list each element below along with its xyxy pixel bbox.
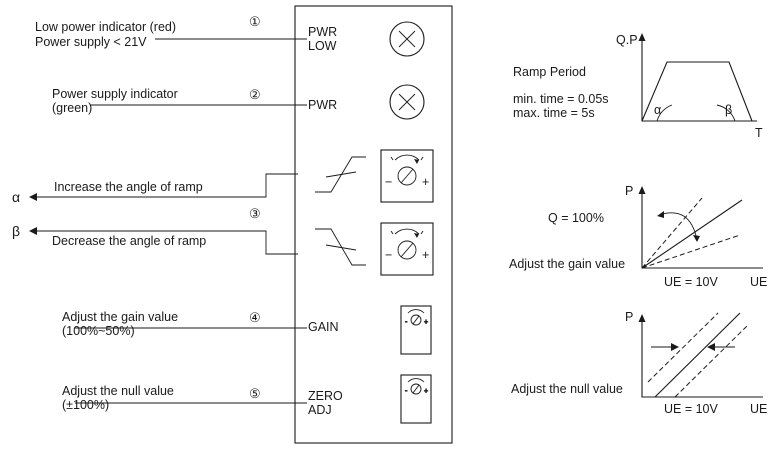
row-ramp-adjust: α β Increase the angle of ramp Decrease … (12, 149, 434, 276)
gain-ue-label: UE = 10V (664, 275, 719, 289)
null-y-axis-label: P (625, 310, 633, 324)
control-panel-box (294, 5, 453, 444)
null-label-line2: (±100%) (62, 398, 109, 412)
gain-q-label: Q = 100% (548, 211, 604, 225)
callout-number-3: ③ (249, 206, 261, 221)
ramp-min-time: min. time = 0.05s (513, 92, 609, 106)
null-solid-line (654, 312, 741, 398)
trimmer-minus-1: − (385, 175, 392, 189)
decrease-leader-arrow (29, 227, 298, 255)
increase-leader-arrow (29, 173, 298, 201)
gain-graph: P UE Q = 100% Adjust the gain value UE =… (509, 184, 767, 289)
trimmer-plus-1: + (422, 175, 429, 189)
beta-symbol: β (12, 223, 20, 239)
row-low-power: Low power indicator (red) Power supply <… (35, 14, 425, 57)
gain-adjust-arrow (658, 212, 698, 241)
increase-ramp-label: Increase the angle of ramp (54, 180, 203, 194)
zero-tag-line2: ADJ (308, 403, 332, 417)
power-supply-indicator-lamp (389, 84, 425, 120)
low-power-label-line1: Low power indicator (red) (35, 20, 176, 34)
gain-x-axis-label: UE (750, 275, 767, 289)
svg-text:-: - (405, 319, 408, 326)
gain-solid-line (641, 199, 743, 269)
callout-number-2: ② (249, 87, 261, 102)
decrease-ramp-label: Decrease the angle of ramp (52, 234, 206, 248)
ramp-beta: β (725, 103, 732, 117)
callout-number-5: ⑤ (249, 386, 261, 401)
power-supply-label-line1: Power supply indicator (52, 87, 178, 101)
gain-trimmer[interactable]: - + (400, 305, 432, 355)
null-dashed-upper (647, 312, 719, 383)
null-graph: P UE Adjust the null value UE = 10V (511, 310, 767, 416)
callout-number-1: ① (249, 14, 261, 29)
svg-text:-: - (405, 388, 408, 395)
row-power-supply: Power supply indicator (green) ② PWR (52, 84, 425, 120)
ramp-period-graph: Ramp Period min. time = 0.05s max. time … (513, 33, 763, 140)
low-power-label-line2: Power supply < 21V (35, 35, 147, 49)
trimmer-plus-2: + (422, 248, 429, 262)
gain-dashed-upper (641, 197, 703, 269)
null-dashed-lower (674, 324, 749, 398)
svg-text:+: + (424, 319, 428, 326)
power-supply-label-line2: (green) (52, 101, 92, 115)
ramp-down-symbol (315, 228, 366, 266)
pwr-low-tag-line1: PWR (308, 25, 337, 39)
zero-trimmer[interactable]: - + (400, 374, 432, 424)
trimmer-minus-2: − (385, 248, 392, 262)
ramp-up-trimmer[interactable]: − + (380, 149, 434, 203)
alpha-symbol: α (12, 189, 20, 205)
gain-label-line2: (100%~50%) (62, 324, 135, 338)
ramp-y-axis-label: Q.P (616, 33, 638, 47)
ramp-title: Ramp Period (513, 65, 586, 79)
ramp-max-time: max. time = 5s (513, 106, 595, 120)
row-zero-adjust: Adjust the null value (±100%) ⑤ ZERO ADJ… (62, 374, 432, 424)
row-gain: Adjust the gain value (100%~50%) ④ GAIN … (62, 305, 432, 355)
callout-number-4: ④ (249, 310, 261, 325)
null-x-axis-label: UE (750, 402, 767, 416)
gain-caption: Adjust the gain value (509, 257, 625, 271)
svg-text:+: + (424, 388, 428, 395)
pwr-low-tag-line2: LOW (308, 39, 337, 53)
ramp-x-axis-label: T (755, 126, 763, 140)
ramp-trapezoid (641, 61, 753, 122)
gain-y-axis-label: P (625, 184, 633, 198)
null-caption: Adjust the null value (511, 382, 623, 396)
pwr-tag: PWR (308, 98, 337, 112)
ramp-down-trimmer[interactable]: − + (380, 222, 434, 276)
low-power-indicator-lamp (389, 21, 425, 57)
gain-tag: GAIN (308, 320, 339, 334)
null-ue-label: UE = 10V (664, 402, 719, 416)
zero-tag-line1: ZERO (308, 389, 343, 403)
gain-dashed-lower (641, 234, 741, 269)
null-label-line1: Adjust the null value (62, 384, 174, 398)
gain-label-line1: Adjust the gain value (62, 310, 178, 324)
ramp-alpha: α (654, 103, 661, 117)
